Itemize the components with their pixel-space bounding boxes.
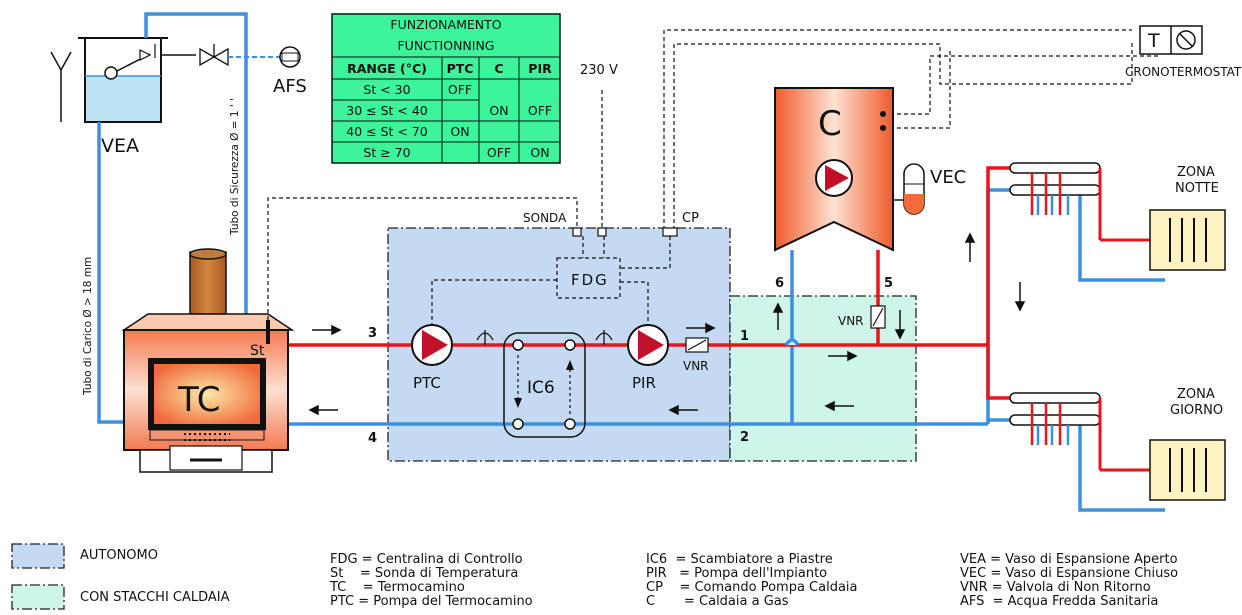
- legend-col1-line2: St = Sonda di Temperatura: [330, 566, 519, 581]
- table-pir-off: OFF: [528, 103, 552, 118]
- point-4: 4: [368, 431, 377, 446]
- legend-col2-line1: IC6 = Scambiatore a Piastre: [646, 552, 833, 567]
- vec-label: VEC: [930, 167, 966, 188]
- cp-terminal: [662, 227, 678, 237]
- afs-label: AFS: [273, 76, 307, 97]
- table-head-ptc: PTC: [447, 61, 474, 76]
- sonda-terminal: [572, 227, 582, 237]
- vnr-label-vertical: VNR: [838, 314, 864, 328]
- temp-symbol-left: [476, 330, 494, 345]
- vnr-valve-horizontal: [685, 337, 709, 353]
- table-head-pir: PIR: [528, 61, 552, 76]
- cold-pipes: [97, 12, 1165, 512]
- legend-col2-line3: CP = Comando Pompa Caldaia: [646, 580, 858, 595]
- table-head-c: C: [494, 61, 503, 76]
- pir-pump: [627, 324, 669, 366]
- table-title-1: FUNZIONAMENTO: [390, 17, 501, 32]
- ptc-pump: [411, 324, 453, 366]
- table-row-2: 30 ≤ St < 40: [346, 103, 428, 118]
- vnr-label-horizontal: VNR: [683, 359, 709, 373]
- function-table: [331, 13, 561, 164]
- zona-giorno-label-2: GIORNO: [1170, 403, 1223, 418]
- legend-col2-line4: C = Caldaia a Gas: [646, 594, 789, 609]
- control-wiring: [267, 29, 1159, 330]
- cronotermostato: [1139, 25, 1203, 55]
- st-label: St: [250, 343, 265, 359]
- manifold-notte: [1009, 162, 1150, 242]
- legend-col1-line1: FDG = Centralina di Controllo: [330, 552, 523, 567]
- ptc-label: PTC: [413, 374, 441, 392]
- table-pir-on: ON: [530, 145, 549, 160]
- termocamino: [121, 248, 295, 473]
- table-row-4: St ≥ 70: [363, 145, 410, 160]
- legend-autonomo: AUTONOMO: [80, 548, 158, 563]
- vea-vessel: [50, 37, 196, 123]
- ic6-label: IC6: [527, 378, 555, 398]
- tubo-sicurezza-label: Tubo di Sicurezza Ø = 1 ' ': [229, 98, 241, 236]
- point-1: 1: [740, 329, 749, 344]
- pipe-crossover: [784, 338, 800, 346]
- boiler-label: C: [818, 104, 842, 144]
- table-c-on: ON: [489, 103, 508, 118]
- legend-col3-line2: VEC = Vaso di Espansione Chiuso: [960, 566, 1179, 581]
- point-3: 3: [368, 326, 377, 341]
- cp-label: CP: [682, 211, 699, 226]
- stacchi-zone: [729, 295, 917, 462]
- legend-col3-line4: AFS = Acqua Fredda Sanitaria: [960, 594, 1159, 609]
- afs-valve: [199, 44, 301, 68]
- v230-label: 230 V: [580, 63, 618, 78]
- table-row-3: 40 ≤ St < 70: [346, 124, 428, 139]
- table-head-range: RANGE (°C): [347, 61, 427, 76]
- flow-arrows: [308, 232, 1026, 416]
- legend-col2-line2: PIR = Pompa dell'Impianto: [646, 566, 828, 581]
- zona-notte-label-2: NOTTE: [1175, 181, 1219, 196]
- vec-vessel: [893, 163, 925, 215]
- t-label: T: [1147, 30, 1160, 52]
- sonda-label: SONDA: [523, 211, 567, 225]
- table-c-off: OFF: [487, 145, 511, 160]
- table-ptc-on: ON: [450, 124, 469, 139]
- legend-stacchi: CON STACCHI CALDAIA: [80, 590, 230, 605]
- radiator-notte: [1149, 209, 1226, 271]
- point-2: 2: [740, 430, 749, 445]
- temp-symbol-right: [595, 330, 613, 345]
- legend-col3-line3: VNR = Valvola di Non Ritorno: [960, 580, 1151, 595]
- legend-col3-line1: VEA = Vaso di Espansione Aperto: [960, 552, 1178, 567]
- legend-col1-line3: TC = Termocamino: [330, 580, 465, 595]
- fdg-controller: [556, 257, 621, 299]
- power-terminal: [597, 227, 607, 237]
- point-5: 5: [884, 276, 893, 291]
- zona-notte-label-1: ZONA: [1177, 165, 1215, 180]
- table-title-2: FUNCTIONNING: [397, 38, 494, 53]
- boiler: [774, 87, 894, 252]
- legend-swatch-autonomo: [11, 543, 65, 569]
- table-row-1: St < 30: [363, 82, 410, 97]
- legend-col1-line4: PTC = Pompa del Termocamino: [330, 594, 533, 609]
- point-6: 6: [775, 276, 784, 291]
- radiator-giorno: [1149, 439, 1226, 501]
- ic6-exchanger: [503, 332, 586, 438]
- vnr-valve-vertical: [870, 305, 886, 329]
- zona-giorno-label-1: ZONA: [1177, 387, 1215, 402]
- pir-label: PIR: [632, 374, 656, 392]
- vea-label: VEA: [101, 135, 139, 157]
- legend-swatch-stacchi: [11, 584, 65, 610]
- tubo-carico-label: Tubo di Carico Ø > 18 mm: [82, 257, 94, 396]
- cronotermostato-label: CRONOTERMOSTATO: [1125, 65, 1242, 79]
- tc-label: TC: [177, 380, 221, 420]
- fdg-label: FDG: [571, 271, 609, 289]
- table-ptc-off: OFF: [448, 82, 472, 97]
- manifold-giorno: [1009, 392, 1150, 472]
